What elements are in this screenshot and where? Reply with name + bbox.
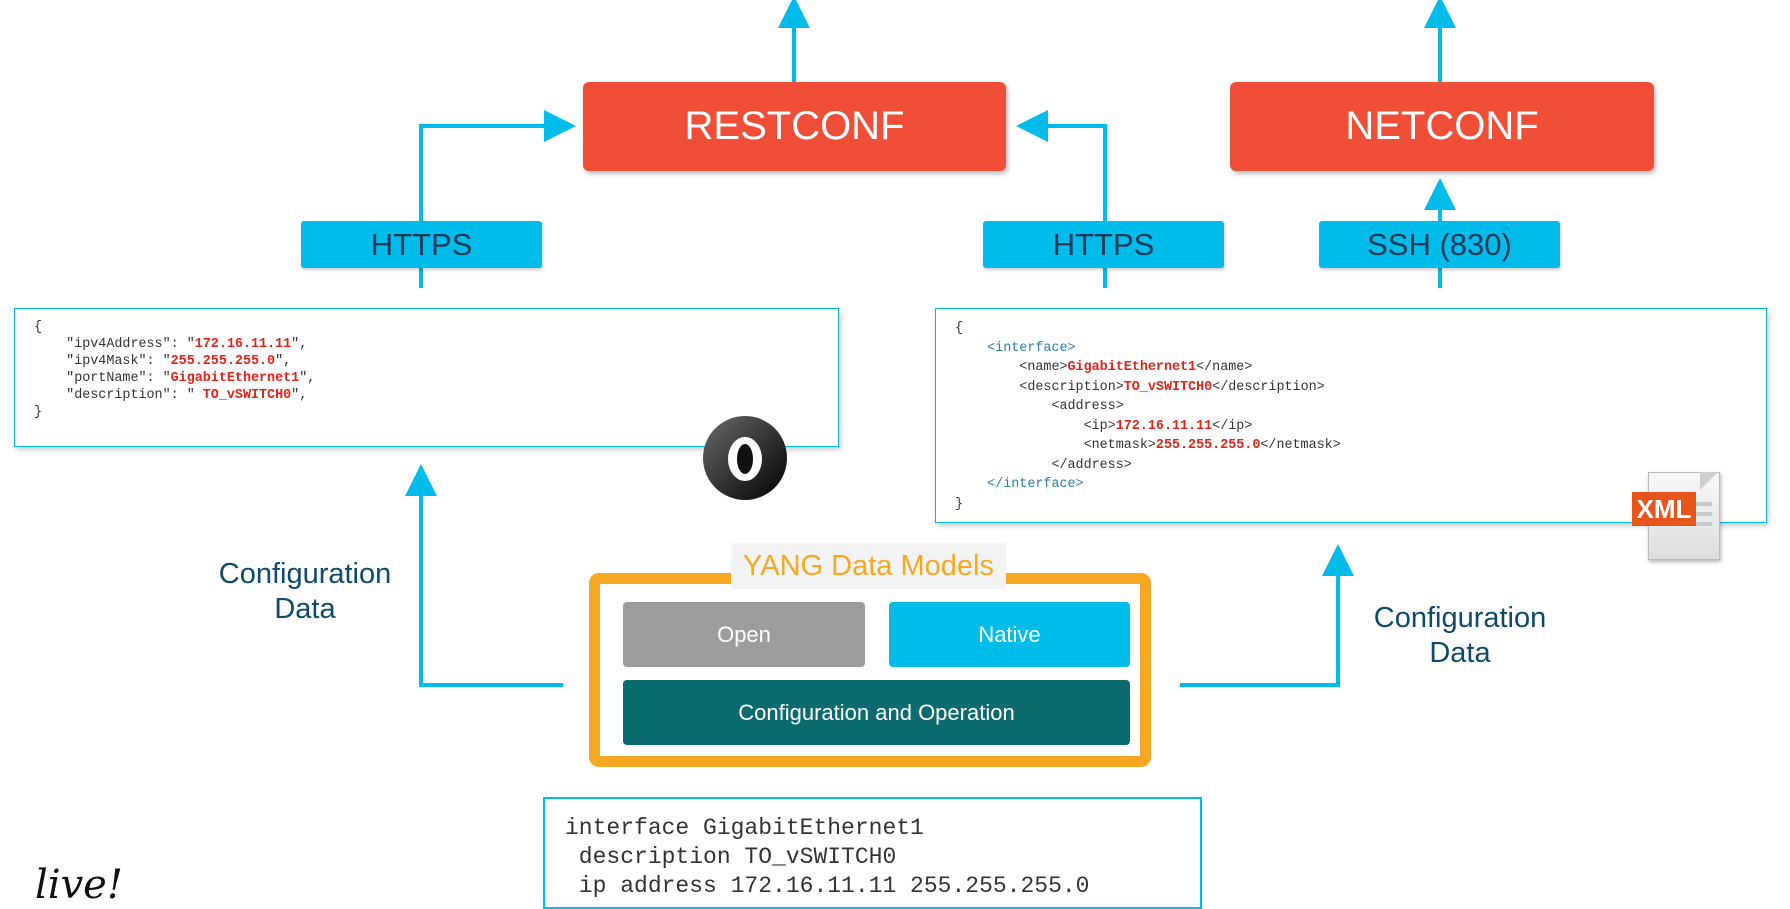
json-logo-icon xyxy=(703,416,787,500)
xml-tag: </ip> xyxy=(1212,418,1253,434)
xml-code-box: { <interface> <name>GigabitEthernet1</na… xyxy=(935,308,1767,523)
xml-tag: <address> xyxy=(1051,399,1124,414)
config-oper-models-box: Configuration and Operation xyxy=(623,680,1130,745)
json-tail: ", xyxy=(299,371,316,386)
json-value: TO_vSWITCH0 xyxy=(202,388,292,403)
https-right-label: HTTPS xyxy=(1052,226,1155,262)
json-value: GigabitEthernet1 xyxy=(170,371,300,386)
ssh-label: SSH (830) xyxy=(1367,226,1512,262)
json-close-brace: } xyxy=(34,405,43,420)
config-data-left-label: Configuration Data xyxy=(218,558,392,625)
restconf-box: RESTCONF xyxy=(583,82,1006,171)
json-value: 255.255.255.0 xyxy=(170,354,276,369)
xml-tag: </description> xyxy=(1212,379,1325,395)
json-tail: ", xyxy=(275,354,292,369)
xml-badge: XML xyxy=(1632,492,1696,526)
xml-tag: <name> xyxy=(1019,360,1068,375)
cli-config-box: interface GigabitEthernet1 description T… xyxy=(543,797,1202,909)
native-models-box: Native xyxy=(889,602,1130,667)
json-value: 172.16.11.11 xyxy=(194,337,292,352)
xml-tag: <interface> xyxy=(987,340,1076,356)
config-right-arrow xyxy=(1180,544,1354,687)
open-models-box: Open xyxy=(623,602,865,667)
xml-tag: </name> xyxy=(1196,360,1253,375)
xml-close-brace: } xyxy=(955,496,964,512)
netconf-label: NETCONF xyxy=(1345,104,1539,148)
https-left-label: HTTPS xyxy=(370,226,473,262)
json-key: "ipv4Mask": " xyxy=(66,354,171,369)
config-oper-label: Configuration and Operation xyxy=(738,699,1015,725)
https-right-tag: HTTPS xyxy=(983,221,1224,268)
json-tail: ", xyxy=(291,337,308,352)
json-key: "ipv4Address": " xyxy=(66,337,195,352)
config-data-right-label: Configuration Data xyxy=(1373,602,1547,669)
json-code-box: { "ipv4Address": "172.16.11.11", "ipv4Ma… xyxy=(14,308,839,447)
xml-tag: </netmask> xyxy=(1260,438,1341,453)
json-key: "portName": " xyxy=(66,371,171,386)
xml-tag: <netmask> xyxy=(1083,438,1156,453)
xml-tag: </interface> xyxy=(987,477,1084,492)
xml-open-brace: { xyxy=(955,321,964,336)
xml-value: 172.16.11.11 xyxy=(1115,418,1213,434)
yang-title: YANG Data Models xyxy=(731,543,1006,589)
restconf-label: RESTCONF xyxy=(684,104,905,148)
xml-file-icon: XML xyxy=(1632,472,1720,560)
xml-value: GigabitEthernet1 xyxy=(1067,360,1197,375)
xml-value: TO_vSWITCH0 xyxy=(1123,379,1213,395)
xml-tag: <description> xyxy=(1019,379,1124,395)
native-label: Native xyxy=(978,621,1041,647)
json-open-brace: { xyxy=(34,320,43,335)
open-label: Open xyxy=(717,621,771,647)
json-key: "description": " xyxy=(66,388,203,403)
xml-tag: </address> xyxy=(1051,457,1132,473)
xml-tag: <ip> xyxy=(1083,418,1116,434)
cisco-live-logo: live! xyxy=(35,862,123,908)
config-left-arrow xyxy=(405,464,563,687)
netconf-box: NETCONF xyxy=(1230,82,1654,171)
xml-value: 255.255.255.0 xyxy=(1155,438,1261,453)
cli-config-text: interface GigabitEthernet1 description T… xyxy=(565,815,1090,899)
json-tail: ", xyxy=(291,388,308,403)
https-left-tag: HTTPS xyxy=(301,221,542,268)
ssh-tag: SSH (830) xyxy=(1319,221,1560,268)
